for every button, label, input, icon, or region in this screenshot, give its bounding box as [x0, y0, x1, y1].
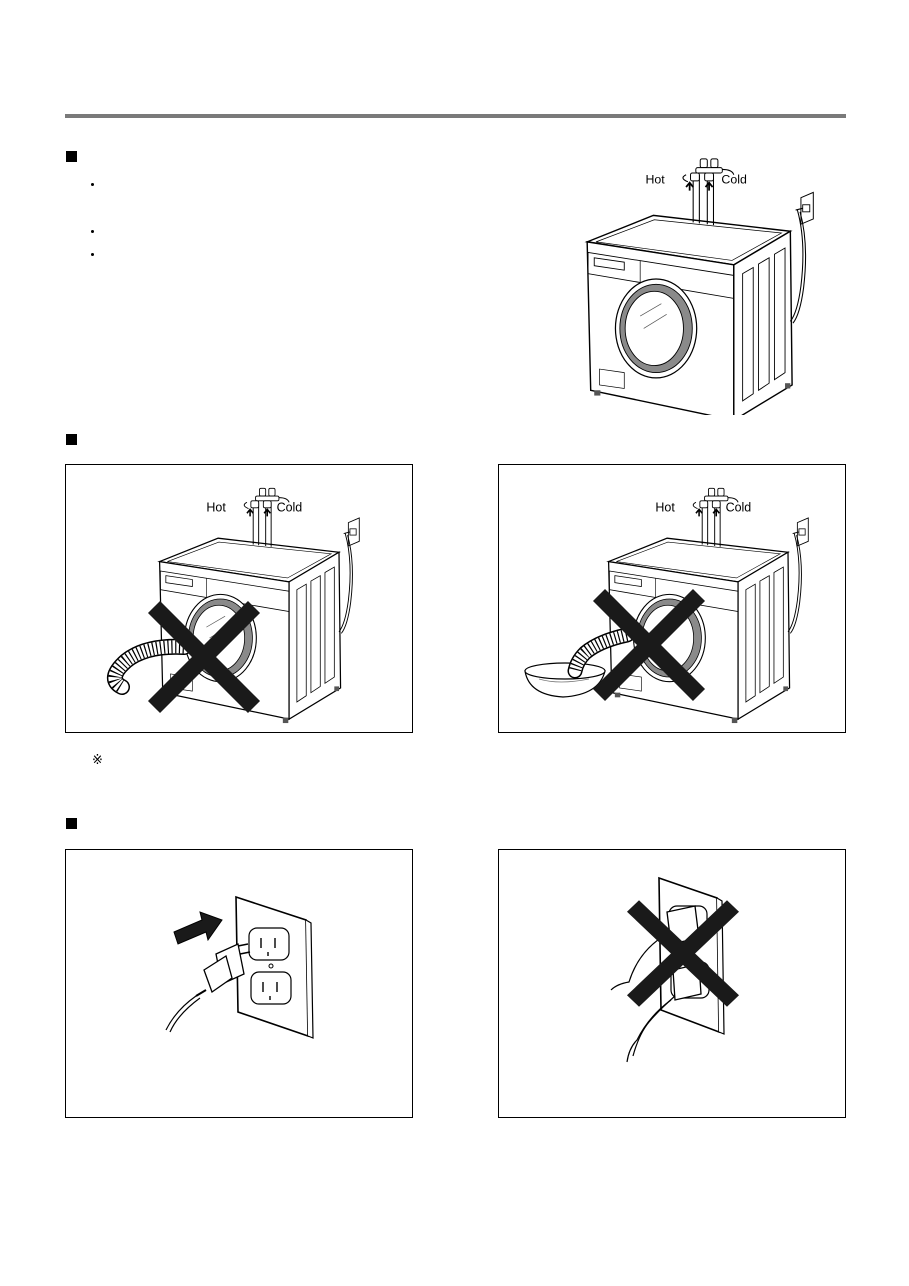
panel-drain-hose-basin: Hot Cold — [498, 464, 846, 733]
panel-drain-hose-floor: Hot Cold — [65, 464, 413, 733]
section-marker-icon — [66, 151, 77, 162]
arrow-right-icon — [173, 911, 223, 945]
washer-drawing — [607, 487, 810, 724]
basin-icon — [524, 662, 606, 698]
top-rule — [65, 114, 846, 118]
bullet-dot-icon — [91, 230, 94, 233]
panel-plug-correct — [65, 849, 413, 1118]
panel-plug-prohibited — [498, 849, 846, 1118]
washer-installation-illustration: Hot Cold — [586, 157, 815, 415]
bullet-dot-icon — [91, 253, 94, 256]
section-marker-icon — [66, 434, 77, 445]
note-symbol: ※ — [92, 752, 103, 767]
drain-hose-icon — [107, 638, 192, 695]
cold-label: Cold — [726, 501, 752, 515]
hot-label: Hot — [655, 501, 675, 515]
cold-label: Cold — [721, 173, 747, 187]
cold-label: Cold — [277, 501, 303, 515]
bullet-dot-icon — [91, 183, 94, 186]
wall-outlet-icon — [235, 895, 314, 1039]
drain-hose-basin-illustration: Hot Cold — [524, 487, 810, 724]
washer-drawing — [586, 157, 815, 415]
section-marker-icon — [66, 818, 77, 829]
drain-hose-icon — [567, 627, 635, 679]
plug-prohibited-illustration — [610, 876, 845, 1063]
drain-hose-floor-illustration: Hot Cold — [107, 487, 361, 724]
hot-label: Hot — [645, 173, 665, 187]
washer-drawing — [158, 487, 361, 724]
hot-label: Hot — [206, 501, 226, 515]
power-plug-icon — [165, 943, 251, 1033]
plug-correct-illustration — [165, 895, 314, 1039]
